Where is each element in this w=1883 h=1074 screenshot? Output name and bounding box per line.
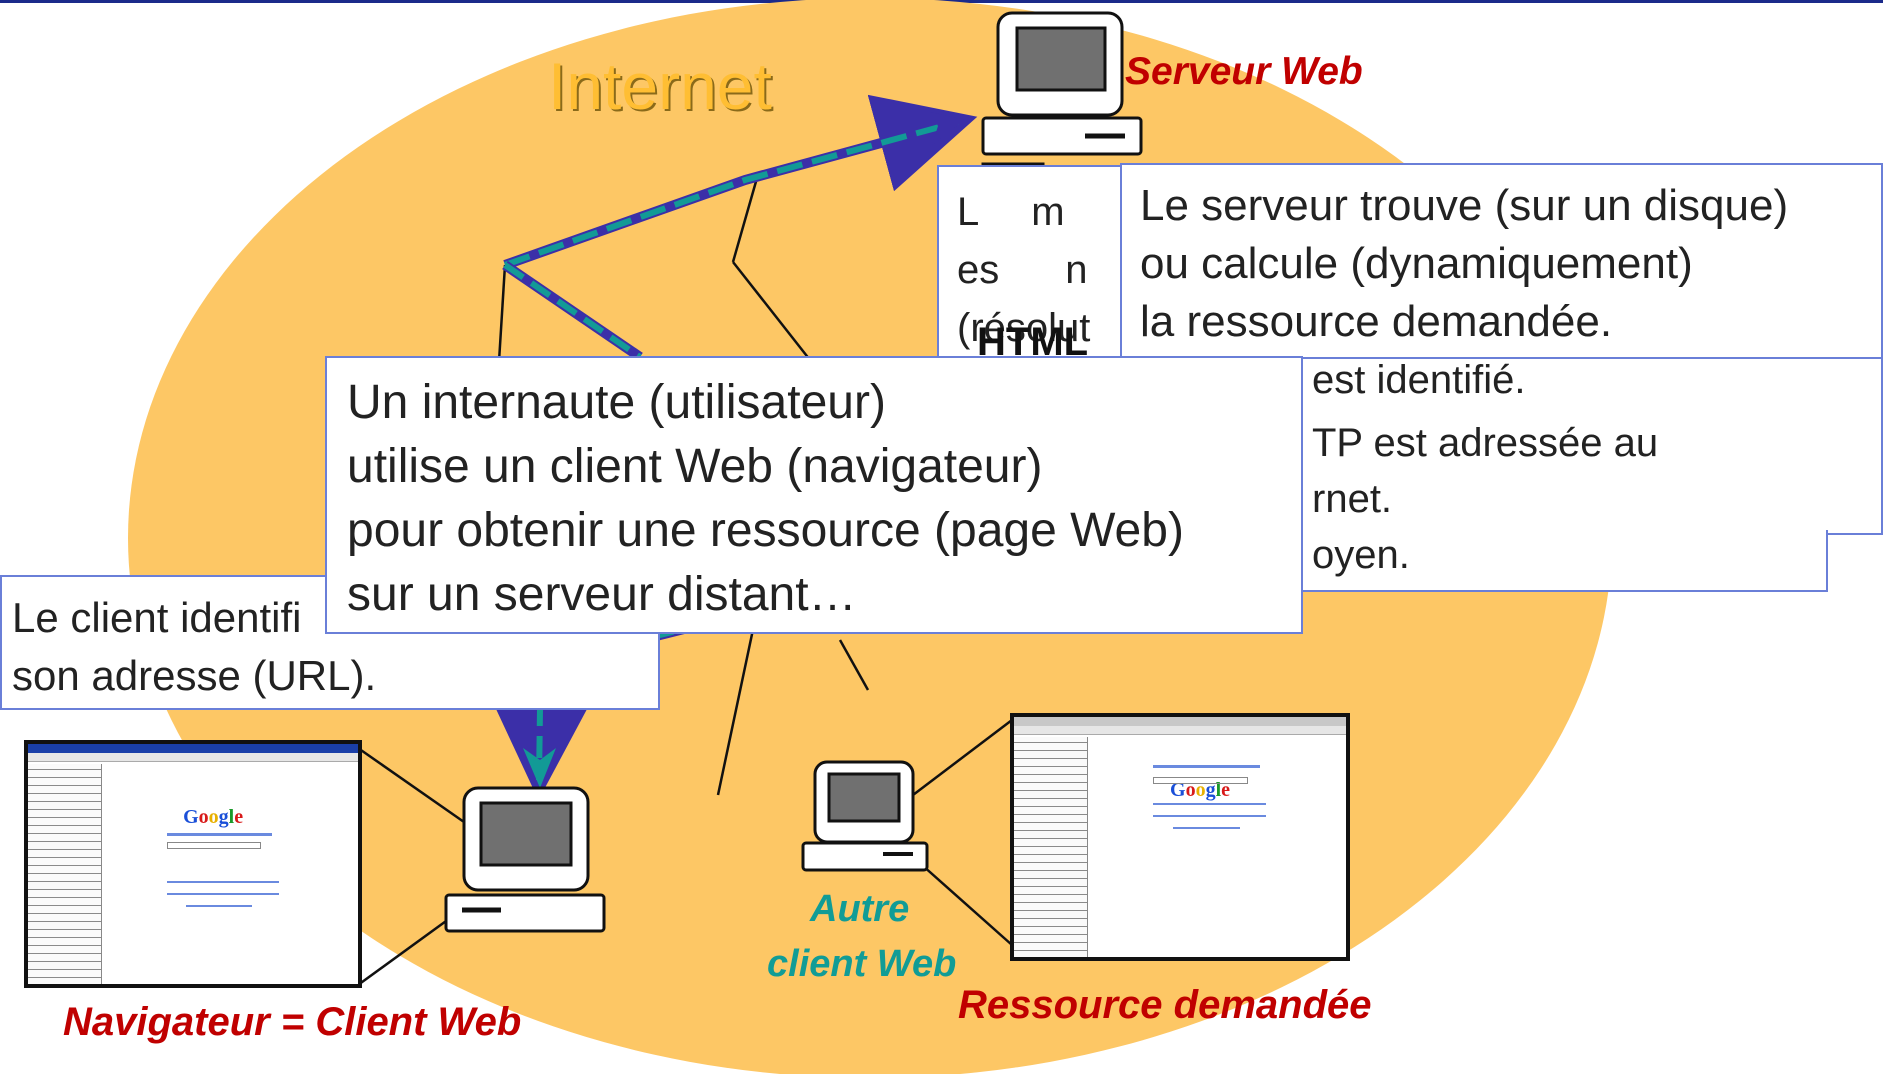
other-client-label-line-1: Autre (810, 888, 910, 930)
server-label: Serveur Web (1125, 50, 1363, 93)
hidden-left-line-3: (résolut (957, 306, 1091, 350)
navigator-label: Navigateur = Client Web (63, 1000, 522, 1044)
internet-label: Internet (548, 49, 772, 123)
server-finds-line-2: ou calcule (dynamiquement) (1140, 239, 1693, 288)
hidden-right-line-4: oyen. (1312, 533, 1410, 577)
down-arrowhead (523, 748, 556, 788)
callout-hidden-right-b: est identifié. TP est adressée au rnet. (1300, 355, 1883, 535)
google-logo-2: Google (1170, 779, 1231, 802)
callout-hidden-right-c: oyen. (1300, 530, 1828, 592)
internaute-line-4: sur un serveur distant… (347, 568, 857, 621)
callout-internaute: Un internaute (utilisateur) utilise un c… (325, 356, 1303, 634)
hidden-right-line-3: rnet. (1312, 477, 1393, 521)
internaute-line-2: utilise un client Web (navigateur) (347, 440, 1043, 493)
client-identifies-line-1: Le client identifi (12, 594, 302, 641)
other-client-label-line-2: client Web (767, 943, 957, 985)
hidden-right-line-2: TP est adressée au (1312, 421, 1659, 465)
internaute-line-3: pour obtenir une ressource (page Web) (347, 504, 1184, 557)
callout-server-finds: Le serveur trouve (sur un disque) ou cal… (1120, 163, 1883, 359)
internaute-line-1: Un internaute (utilisateur) (347, 376, 886, 429)
server-finds-line-3: la ressource demandée. (1140, 297, 1613, 346)
google-logo: Google (183, 806, 244, 829)
server-computer-icon (981, 11, 1143, 156)
server-finds-line-1: Le serveur trouve (sur un disque) (1140, 181, 1789, 230)
resource-label: Ressource demandée (958, 983, 1372, 1027)
server-arrowhead (930, 112, 965, 145)
navigator-browser-screenshot: Google (24, 740, 362, 988)
client-identifies-line-2: son adresse (URL). (12, 652, 377, 699)
hidden-right-line-1: est identifié. (1312, 358, 1526, 402)
other-client-computer-icon (801, 760, 929, 872)
navigator-computer-icon (444, 786, 606, 933)
resource-browser-screenshot: Google (1010, 713, 1350, 961)
